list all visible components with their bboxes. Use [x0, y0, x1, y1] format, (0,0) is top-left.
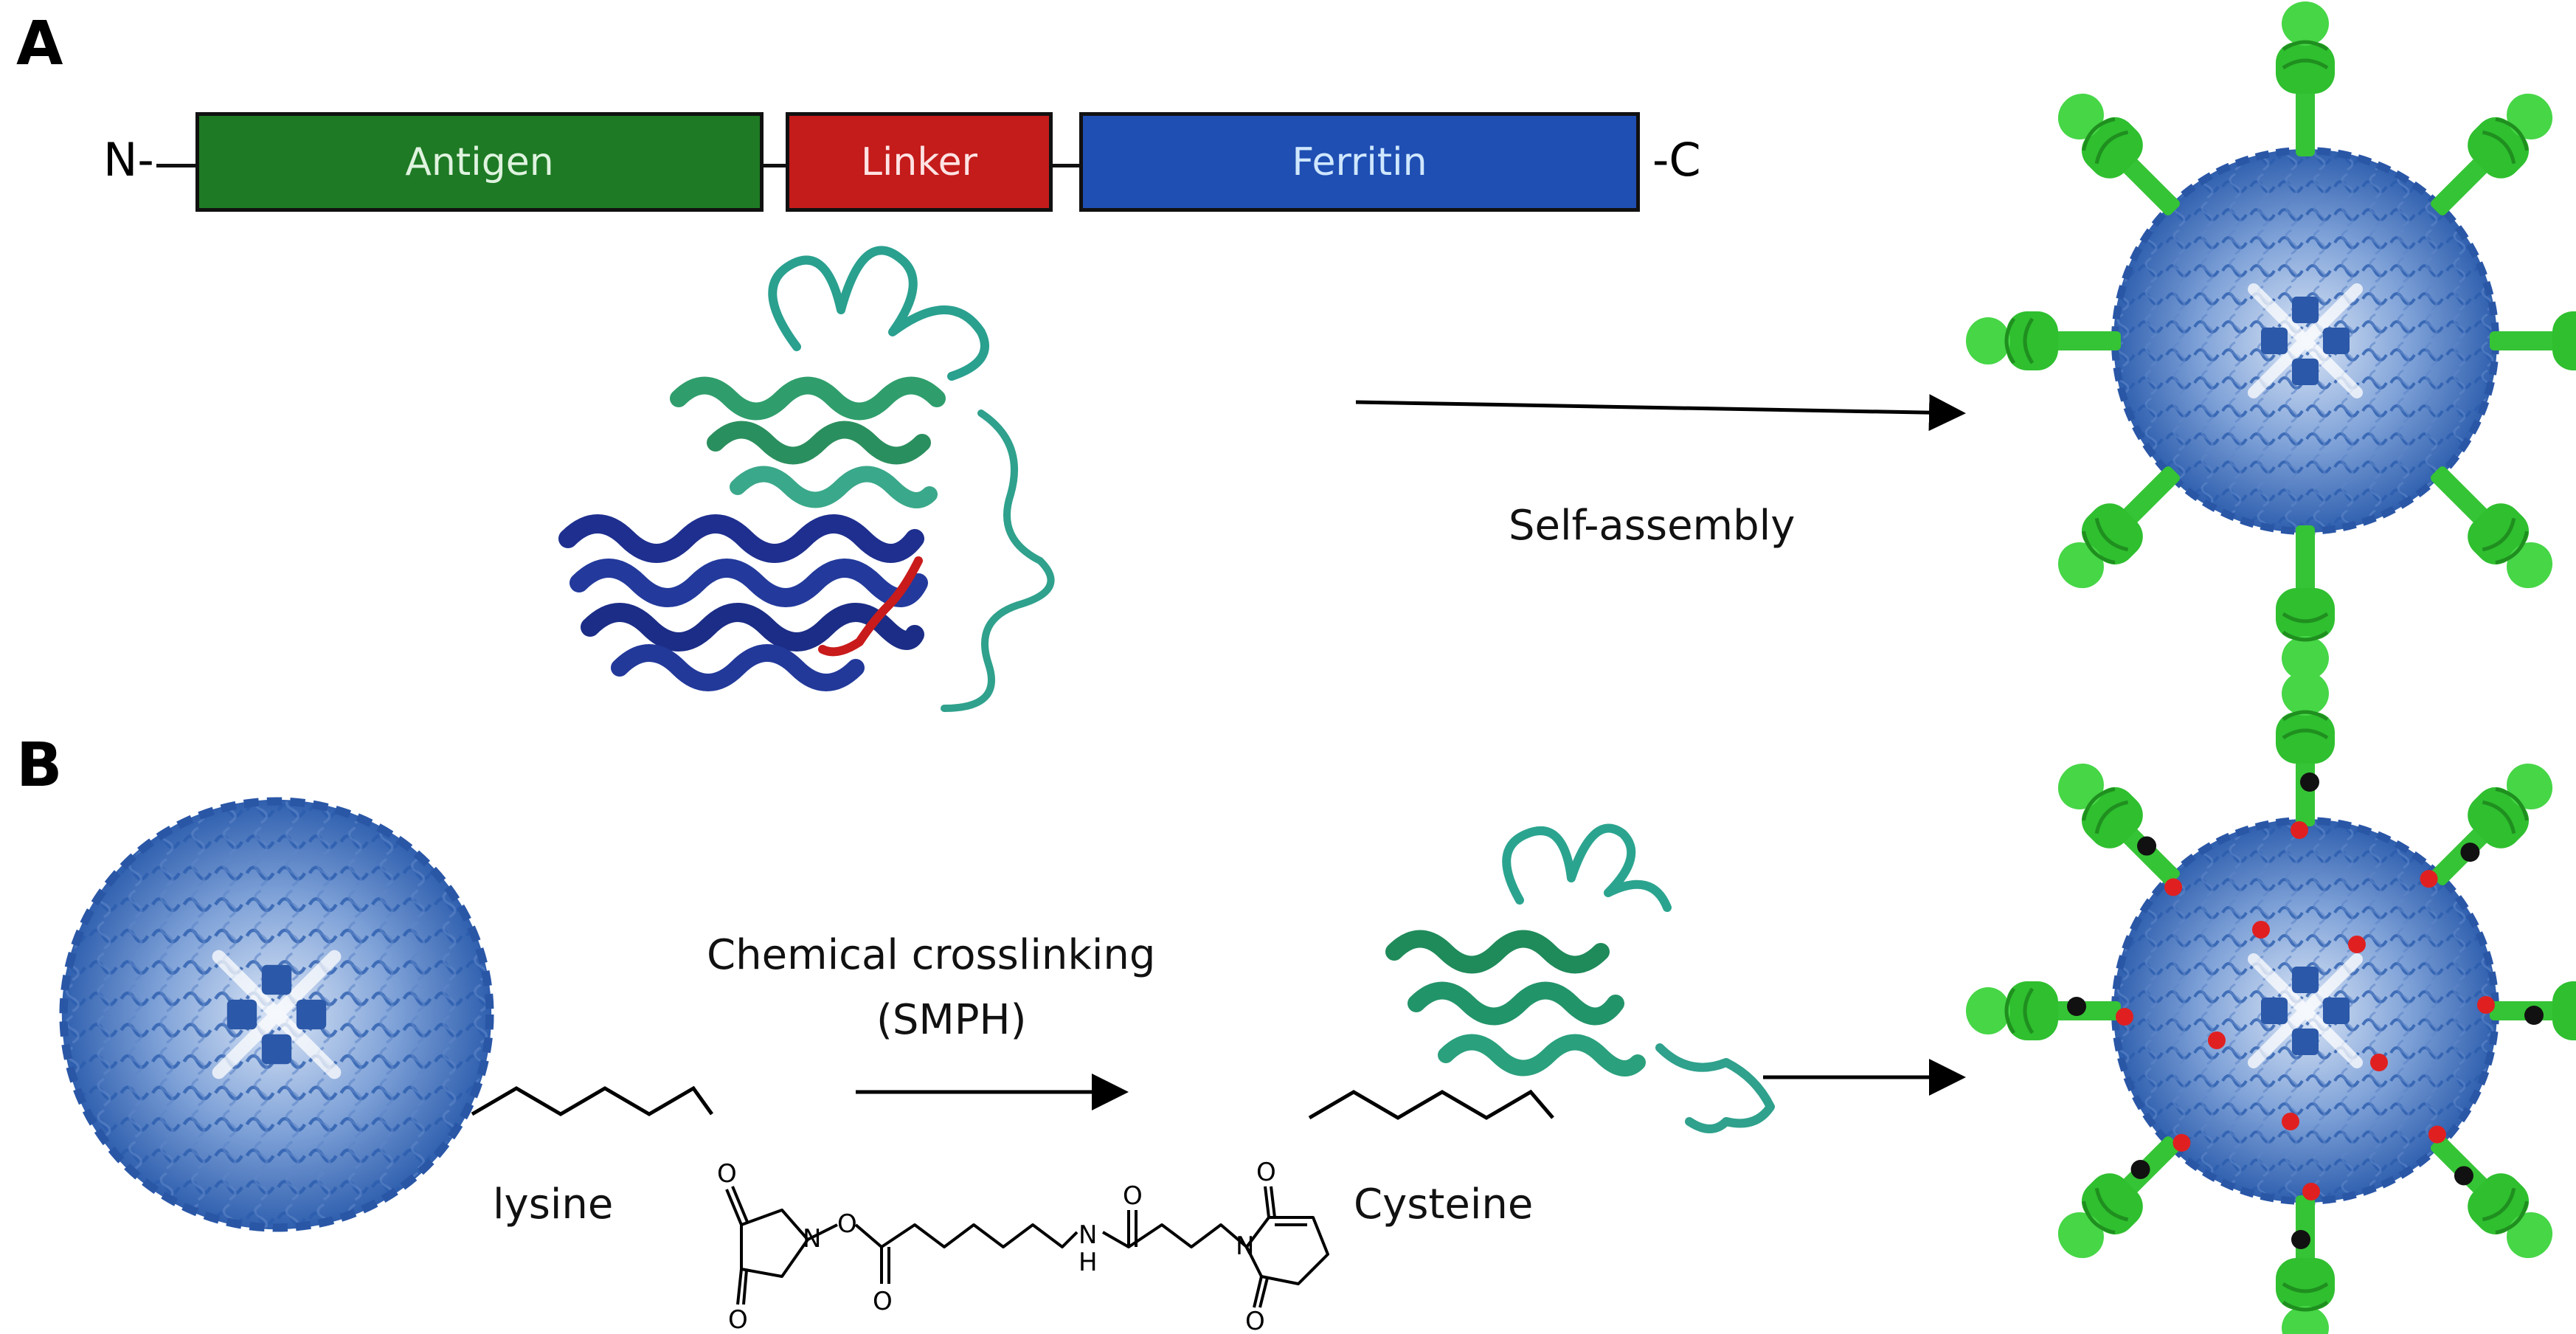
chem-o-maleimide-bottom: O — [1245, 1307, 1265, 1334]
chem-o-carbonyl: O — [873, 1287, 893, 1316]
conjugated-nanoparticle-icon — [1966, 671, 2576, 1334]
construct-connector-left — [156, 164, 198, 167]
ferritin-domain: Ferritin — [1079, 112, 1640, 212]
linker-label: Linker — [860, 139, 977, 184]
lysine-chain-icon — [471, 1085, 714, 1116]
c-terminus-label: -C — [1652, 133, 1701, 187]
antigen-protein-structure-icon — [1385, 823, 1775, 1133]
fusion-protein-structure-icon — [558, 246, 1055, 712]
chem-o-ester: O — [837, 1209, 857, 1239]
linker-domain: Linker — [786, 112, 1053, 212]
self-assembly-arrow — [1355, 394, 1966, 432]
antigen-label: Antigen — [405, 139, 554, 184]
chem-n-imide: N — [803, 1224, 821, 1254]
ferritin-cage-icon — [62, 800, 491, 1229]
cysteine-label: Cysteine — [1354, 1181, 1534, 1228]
chem-o-bottom-left: O — [728, 1305, 748, 1334]
chem-n-maleimide: N — [1236, 1231, 1254, 1261]
chem-o-amide: O — [1123, 1181, 1143, 1211]
chem-o-maleimide-top: O — [1256, 1158, 1276, 1187]
smph-structure-icon — [725, 1186, 1329, 1308]
chem-n-amide: N — [1078, 1220, 1097, 1250]
chem-o-top-left: O — [717, 1159, 737, 1189]
antigen-domain: Antigen — [195, 112, 764, 212]
ferritin-nanoparticle-icon — [1966, 1, 2576, 680]
ferritin-label: Ferritin — [1292, 139, 1427, 184]
smph-label: (SMPH) — [876, 996, 1027, 1044]
panel-label-a: A — [16, 9, 63, 79]
n-terminus-label: N- — [103, 133, 154, 187]
self-assembly-label: Self-assembly — [1509, 502, 1796, 550]
construct-connector-mid2 — [1053, 164, 1079, 167]
crosslinking-label: Chemical crosslinking — [707, 931, 1156, 979]
construct-connector-mid1 — [764, 164, 786, 167]
lysine-label: lysine — [493, 1181, 614, 1228]
chem-h-amide: H — [1078, 1248, 1098, 1277]
panel-label-b: B — [16, 730, 63, 801]
cysteine-chain-icon — [1308, 1089, 1554, 1120]
